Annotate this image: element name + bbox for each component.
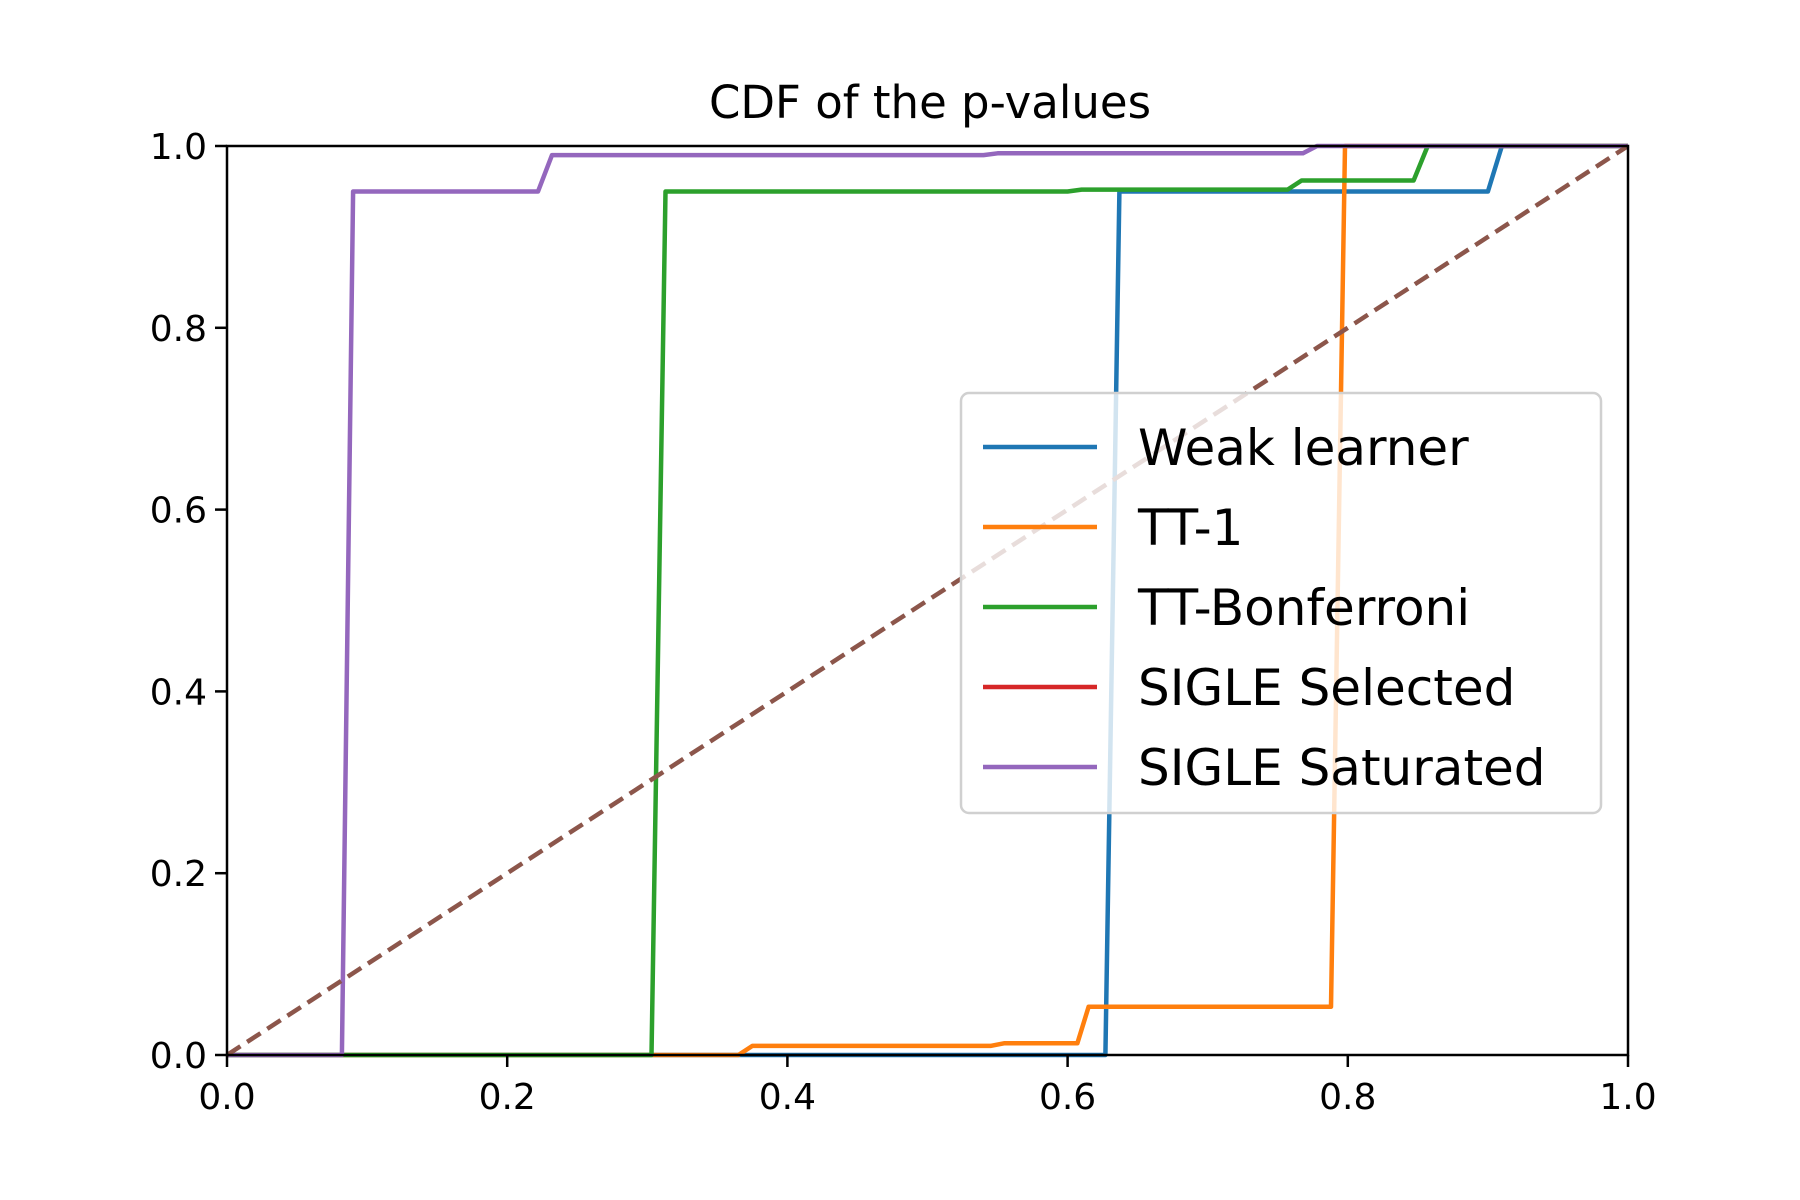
y-tick-label: 1.0 <box>150 127 207 168</box>
x-tick-label: 0.8 <box>1319 1077 1376 1118</box>
legend-label: SIGLE Saturated <box>1138 739 1546 797</box>
legend-label: TT-Bonferroni <box>1137 579 1470 637</box>
legend-box <box>959 391 1603 815</box>
legend-label: Weak learner <box>1138 419 1469 477</box>
y-tick-label: 0.4 <box>150 672 207 713</box>
y-tick-label: 0.2 <box>150 854 207 895</box>
x-tick-label: 0.4 <box>759 1077 816 1118</box>
x-tick-label: 0.6 <box>1039 1077 1096 1118</box>
x-tick-label: 1.0 <box>1599 1077 1656 1118</box>
x-tick-label: 0.0 <box>198 1077 255 1118</box>
chart-title: CDF of the p-values <box>709 76 1151 129</box>
series-line-reference-diagonal <box>225 144 1630 1057</box>
x-tick-label: 0.2 <box>479 1077 536 1118</box>
ticks-layer: 0.0 0.2 0.4 0.6 0.8 1.0 0.0 0.2 0.4 0.6 0.8 1.0 <box>150 127 1657 1118</box>
y-tick-label: 0.6 <box>150 491 207 532</box>
legend-label: TT-1 <box>1137 499 1243 557</box>
series-line-sigle-saturated <box>227 143 1628 1058</box>
y-tick-label: 0.8 <box>150 309 207 350</box>
series-line-tt-bonferroni <box>227 143 1628 1058</box>
legend-label: SIGLE Selected <box>1138 659 1515 717</box>
y-tick-label: 0.0 <box>150 1036 207 1077</box>
axes-frame <box>225 144 1630 1057</box>
